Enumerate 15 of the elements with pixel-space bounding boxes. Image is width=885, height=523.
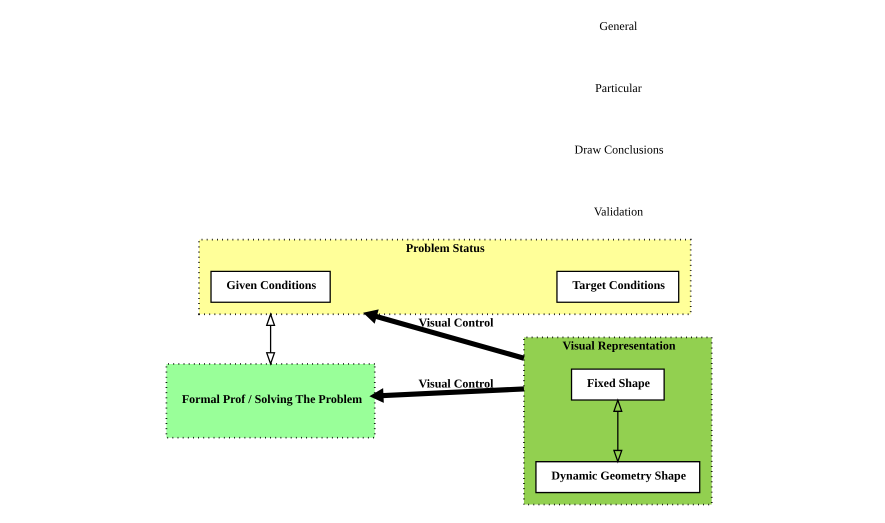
edge-label: Visual Control [418, 376, 494, 390]
label: Particular [595, 80, 642, 95]
arrow [363, 309, 525, 361]
node-box: Dynamic Geometry Shape [535, 461, 700, 494]
label: Validation [594, 204, 644, 218]
arrow [266, 312, 276, 366]
node-box: Given Conditions [210, 270, 331, 303]
node-box: Fixed Shape [570, 368, 665, 401]
label: General [599, 19, 638, 34]
arrow [369, 386, 524, 403]
arrow [613, 398, 623, 464]
node-box: Target Conditions [556, 270, 680, 303]
edge-label: Visual Control [418, 315, 494, 330]
label: Draw Conclusions [574, 142, 664, 157]
node-box: Formal Prof / Solving The Problem [166, 363, 376, 439]
